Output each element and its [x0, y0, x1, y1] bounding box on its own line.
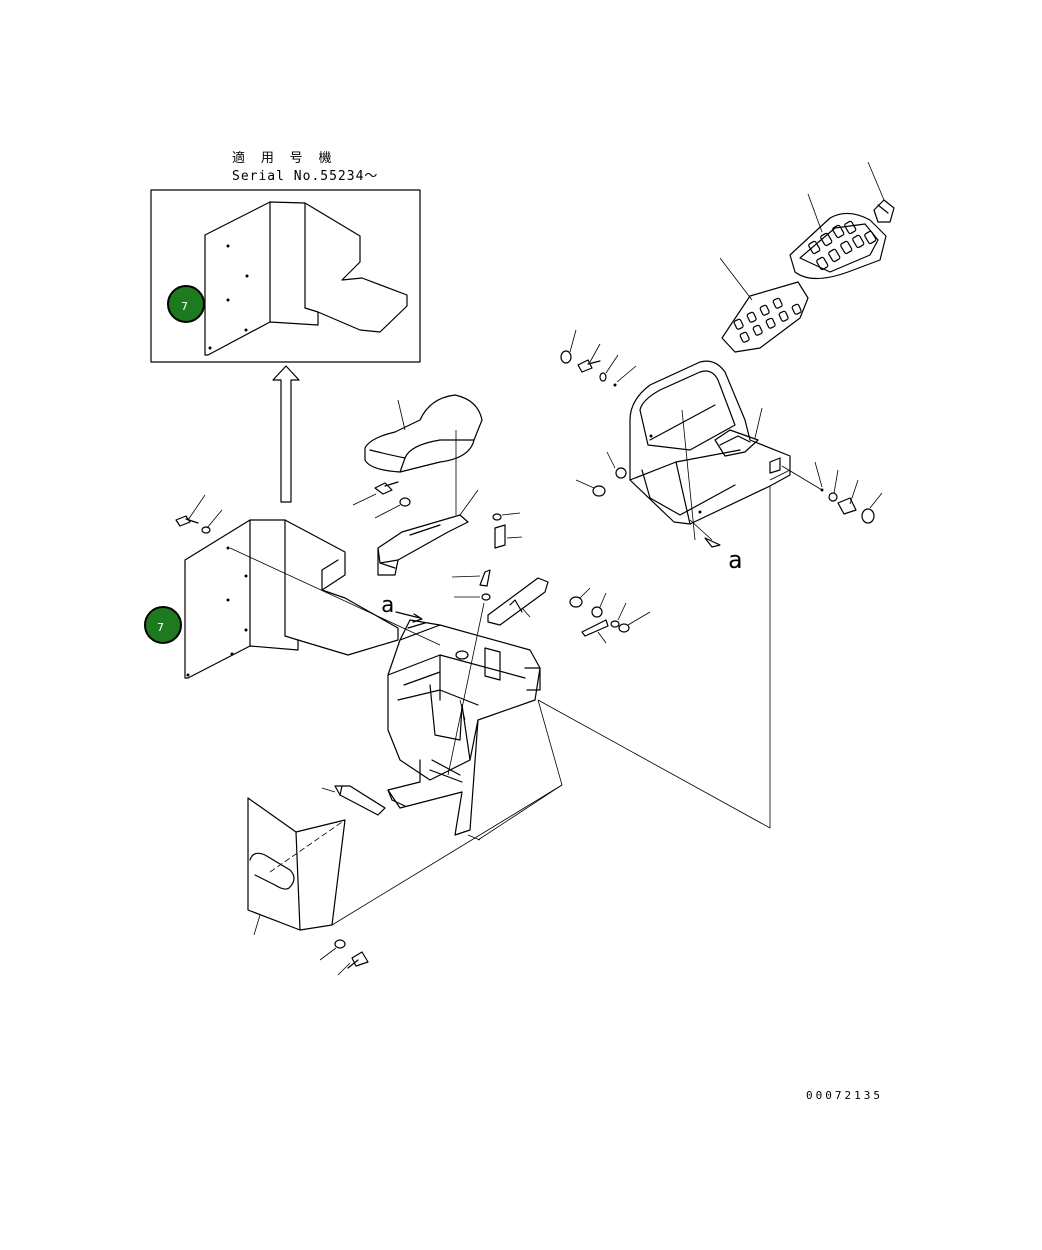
serial-label-jp: 適 用 号 機	[232, 150, 335, 166]
inset-box	[150, 189, 421, 363]
serial-label: Serial No.55234～	[232, 169, 378, 184]
right-console-housing	[629, 360, 791, 548]
view-marker-a-right: a	[728, 546, 742, 574]
transition-arrow	[272, 365, 300, 503]
switch-panel	[789, 161, 895, 280]
part-badge-main[interactable]: 7	[144, 606, 182, 644]
leader-line	[781, 465, 823, 491]
view-marker-a-left: a	[381, 593, 394, 618]
bracket-arm	[377, 489, 523, 576]
mount-plate	[447, 569, 549, 776]
console-base	[387, 480, 771, 841]
lower-panel	[247, 784, 563, 976]
leader-line	[769, 469, 791, 481]
fasteners-right-row	[569, 587, 651, 644]
view-arrow-left	[395, 611, 421, 619]
fasteners-center	[352, 481, 411, 519]
badge-number: 7	[157, 621, 164, 634]
fasteners-housing-left	[560, 329, 637, 497]
badge-number: 7	[181, 300, 188, 313]
side-cover-panel	[175, 494, 441, 679]
fasteners-housing-right	[814, 461, 883, 524]
part-badge-inset[interactable]: 7	[167, 285, 205, 323]
switch-plate	[719, 257, 809, 353]
drawing-number: 00072135	[806, 1089, 883, 1102]
armrest-pad	[364, 394, 483, 515]
